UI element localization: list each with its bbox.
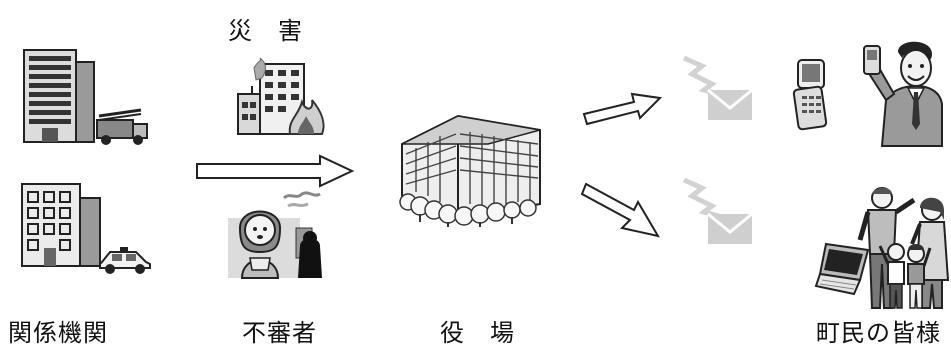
police-station-icon: [21, 183, 101, 267]
businessman-icon: [863, 41, 943, 147]
email-envelope-icon: [682, 55, 753, 120]
office-building-icon: [23, 49, 95, 143]
mobile-phone-icon: [792, 59, 828, 131]
town-hall-building-icon: [399, 114, 541, 227]
frightened-child-icon: [228, 191, 322, 279]
police-car-icon: [99, 247, 151, 274]
family-icon: [857, 187, 950, 309]
burning-building-icon: [237, 57, 325, 135]
label-residents: 町民の皆様: [816, 319, 941, 347]
fire-truck-icon: [96, 108, 148, 145]
laptop-icon: [814, 242, 870, 296]
label-disaster: 災 害: [228, 17, 303, 45]
email-envelope-icon: [682, 177, 753, 244]
arrow-lower-right: [580, 182, 661, 238]
label-town-hall: 役 場: [440, 319, 515, 347]
label-suspicious: 不審者: [242, 319, 317, 347]
label-agencies: 関係機関: [8, 319, 108, 347]
arrow-to-town-hall: [196, 154, 355, 188]
arrow-upper-right: [582, 92, 663, 126]
